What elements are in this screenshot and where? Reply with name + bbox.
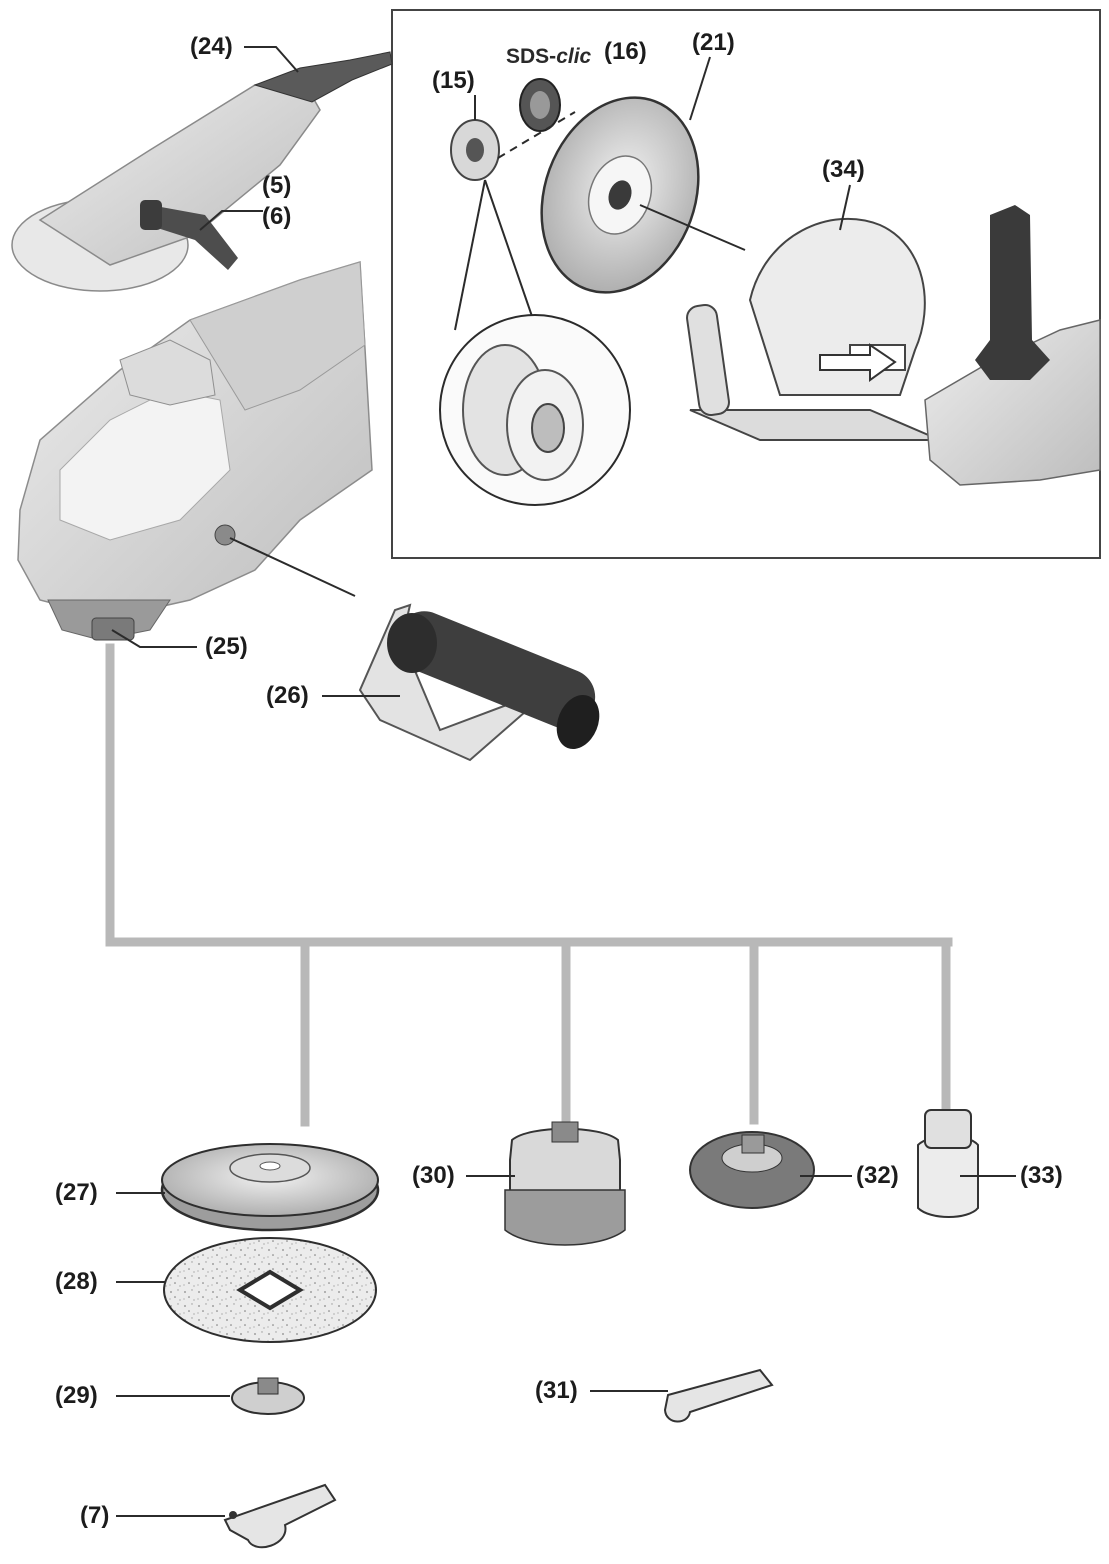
part-16-sds-clic-nut	[519, 78, 561, 132]
part-7-two-pin-spanner	[223, 1483, 337, 1549]
part-27-rubber-sanding-plate	[160, 1143, 380, 1232]
part-34-cutting-guard	[686, 217, 941, 441]
flange-detail-zoom	[439, 179, 631, 506]
callout-21: (21)	[692, 29, 735, 56]
detail-inset-frame	[391, 9, 1101, 559]
part-21-diamond-cutting-disc	[540, 96, 700, 294]
assembly-line	[639, 204, 746, 251]
callout-28: (28)	[55, 1268, 98, 1295]
inset-grinder	[924, 205, 1101, 486]
part-30-cup-brush	[504, 1121, 626, 1246]
accessory-connector-tree	[105, 643, 953, 1127]
brand-prefix: SDS-	[506, 45, 557, 68]
callout-34: (34)	[822, 156, 865, 183]
callout-16: (16)	[604, 38, 647, 65]
callout-25: (25)	[205, 633, 248, 660]
assembly-axis	[497, 111, 576, 159]
callout-26: (26)	[266, 682, 309, 709]
part-33-diamond-core-bit	[917, 1109, 979, 1218]
callout-5: (5)	[262, 172, 292, 199]
callout-27: (27)	[55, 1179, 98, 1206]
grinder-head	[17, 261, 373, 641]
part-32-cup-wire-brush	[689, 1131, 815, 1209]
callout-32: (32)	[856, 1162, 899, 1189]
callout-6: (6)	[262, 203, 292, 230]
part-26-hand-guard-handle	[358, 603, 600, 762]
sds-clic-brand: SDS-clic	[506, 45, 591, 69]
overview-grinder	[11, 51, 393, 292]
leader-lines	[111, 46, 1016, 1517]
callout-15: (15)	[432, 67, 475, 94]
brand-script: clic	[556, 45, 592, 68]
callout-30: (30)	[412, 1162, 455, 1189]
callout-7: (7)	[80, 1502, 110, 1529]
callout-31: (31)	[535, 1377, 578, 1404]
callout-24: (24)	[190, 33, 233, 60]
callout-29: (29)	[55, 1382, 98, 1409]
callout-33: (33)	[1020, 1162, 1063, 1189]
part-29-round-nut	[231, 1377, 305, 1415]
part-15-mounting-flange	[450, 119, 500, 181]
part-31-open-end-spanner	[663, 1368, 774, 1423]
part-28-sanding-sheet	[163, 1237, 377, 1343]
